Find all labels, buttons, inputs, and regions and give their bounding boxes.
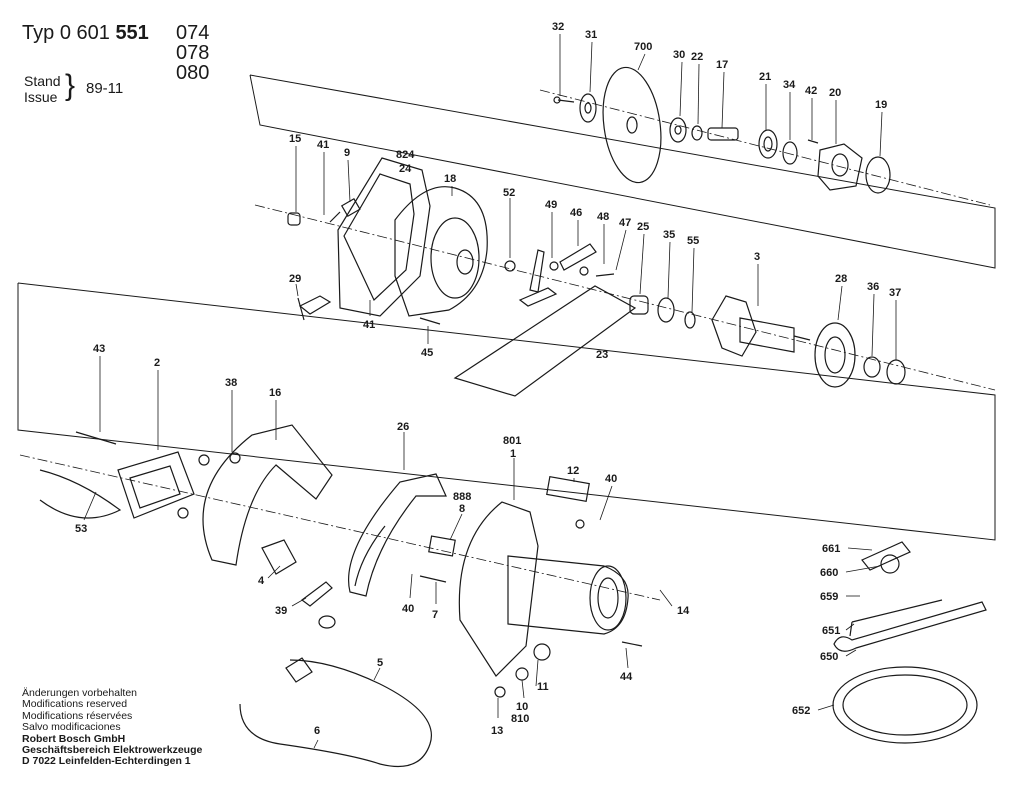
typ-number-bold: 551 [115,22,149,44]
label-651: 651 [822,625,840,637]
issue-date: 89-11 [86,80,124,97]
label-1: 1 [510,448,516,460]
label-52: 52 [503,187,515,199]
label-2: 2 [154,357,160,369]
label-9: 9 [344,147,350,159]
variant-3: 080 [176,62,210,84]
leader-lines [83,34,897,749]
label-31: 31 [585,29,597,41]
label-801: 801 [503,435,521,447]
stand-issue-labels: Stand Issue [24,73,61,105]
label-34: 34 [783,79,796,91]
stand-label: Stand [24,73,61,89]
label-53: 53 [75,523,87,535]
label-659: 659 [820,591,838,603]
tools [832,541,987,744]
label-8: 8 [459,503,465,515]
label-15: 15 [289,133,301,145]
company-line: Robert Bosch GmbH [22,732,126,745]
label-888: 888 [453,491,471,503]
label-39: 39 [275,605,287,617]
label-29: 29 [289,273,301,285]
label-19: 19 [875,99,887,111]
note-line: Modifications réservées [22,709,133,722]
issue-label: Issue [24,89,58,105]
company-line: Geschäftsbereich Elektrowerkzeuge [22,744,203,757]
label-49: 49 [545,199,557,211]
label-46: 46 [570,207,582,219]
assembly-axes [19,89,996,601]
label-32: 32 [552,21,564,33]
label-38: 38 [225,377,237,389]
label-23: 23 [596,349,608,361]
base-plate [453,243,637,397]
label-26: 26 [397,421,409,433]
gear-housing [287,157,488,325]
label-4: 4 [258,575,265,587]
label-21: 21 [759,71,771,83]
label-824: 824 [396,149,415,161]
label-41b: 41 [363,319,375,331]
label-661: 661 [822,543,840,555]
label-650: 650 [820,651,838,663]
footer-notes: Änderungen vorbehalten Modifications res… [22,687,203,768]
label-28: 28 [835,273,847,285]
label-24: 24 [399,163,412,175]
label-6: 6 [314,725,320,737]
label-35: 35 [663,229,675,241]
note-line: Salvo modificaciones [22,721,121,734]
label-40a: 40 [605,473,617,485]
label-700: 700 [634,41,652,53]
label-810: 810 [511,713,529,725]
field-assembly [39,424,447,629]
label-42: 42 [805,85,817,97]
note-line: Änderungen vorbehalten [22,687,138,699]
label-30: 30 [673,49,685,61]
label-660: 660 [820,567,838,579]
label-7: 7 [432,609,438,621]
label-20: 20 [829,87,841,99]
label-48: 48 [597,211,609,223]
type-number: Typ 0 601 551 [22,22,149,45]
company-line: D 7022 Leinfelden-Echterdingen 1 [22,755,191,768]
label-40b: 40 [402,603,414,615]
label-36: 36 [867,281,879,293]
label-41a: 41 [317,139,329,151]
label-652: 652 [792,705,810,717]
motor-housing [419,475,643,698]
label-25: 25 [637,221,649,233]
label-17: 17 [716,59,728,71]
label-14: 14 [677,605,690,617]
variant-2: 078 [176,42,210,64]
label-10: 10 [516,701,528,713]
label-22: 22 [691,51,703,63]
label-16: 16 [269,387,281,399]
label-12: 12 [567,465,579,477]
label-13: 13 [491,725,503,737]
label-44: 44 [620,671,633,683]
blade-assembly [553,66,891,194]
armature-assembly [629,295,906,388]
brace-glyph: } [65,69,76,102]
label-55: 55 [687,235,699,247]
label-3: 3 [754,251,760,263]
label-5: 5 [377,657,383,669]
variant-1: 074 [176,22,210,44]
label-47: 47 [619,217,631,229]
part-labels: 32 31 700 30 22 17 21 34 42 20 19 15 41 … [75,21,901,737]
label-11: 11 [537,681,549,693]
label-37: 37 [889,287,901,299]
label-45: 45 [421,347,433,359]
typ-label: Typ [22,22,55,44]
assembly-planes [17,74,996,541]
note-line: Modifications reserved [22,698,128,711]
label-18: 18 [444,173,456,185]
typ-number: 0 601 [59,22,110,44]
label-43: 43 [93,343,105,355]
cables [239,657,432,768]
